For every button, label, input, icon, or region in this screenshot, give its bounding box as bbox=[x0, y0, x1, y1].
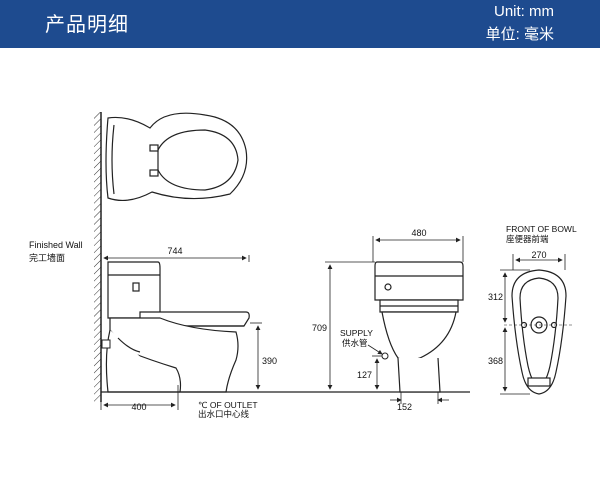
bottom-dim-lower-label: 368 bbox=[488, 356, 503, 366]
unit-label-cn: 单位: 毫米 bbox=[485, 26, 554, 43]
supply-leader bbox=[367, 344, 383, 355]
front-dim-total-height bbox=[325, 261, 375, 393]
product-dimension-drawing: 744 390 400 ℃ OF OUTLET 出水口中心线 480 bbox=[94, 112, 577, 419]
front-dim-base-width-label: 152 bbox=[397, 402, 412, 412]
finished-wall-label-en: Finished Wall bbox=[29, 240, 83, 250]
unit-label-en: Unit: mm bbox=[494, 3, 554, 20]
side-supply-valve bbox=[101, 339, 111, 349]
finished-wall-label-cn: 完工墙面 bbox=[29, 253, 66, 263]
front-dim-supply-height bbox=[372, 355, 382, 390]
front-dim-supply-height-label: 127 bbox=[357, 370, 372, 380]
outlet-label-cn: 出水口中心线 bbox=[198, 409, 250, 419]
bottom-dim-width-label: 270 bbox=[531, 250, 546, 260]
side-dim-outlet bbox=[100, 385, 179, 410]
front-dim-width bbox=[372, 236, 464, 262]
outlet-label-en: ℃ OF OUTLET bbox=[198, 400, 258, 410]
supply-label-cn: 供水管 bbox=[342, 338, 368, 348]
header-bar: 产品明细 Unit: mm 单位: 毫米 bbox=[0, 0, 600, 48]
front-dim-width-label: 480 bbox=[411, 228, 426, 238]
front-dim-base-width bbox=[390, 392, 449, 404]
side-dim-seat-height bbox=[242, 322, 262, 393]
supply-valve bbox=[381, 352, 389, 360]
front-view-toilet bbox=[374, 261, 464, 393]
bottom-dim-width bbox=[512, 254, 566, 270]
side-dim-length-label: 744 bbox=[167, 246, 182, 256]
front-dim-total-height-label: 709 bbox=[312, 323, 327, 333]
finished-wall bbox=[94, 112, 102, 402]
top-view-seat bbox=[105, 112, 248, 202]
side-dim-outlet-label: 400 bbox=[131, 402, 146, 412]
bottom-dim-lower bbox=[500, 327, 530, 395]
bottom-view-footprint bbox=[511, 269, 567, 395]
side-dim-length bbox=[100, 255, 250, 262]
front-of-bowl-label-cn: 座便器前端 bbox=[506, 234, 549, 244]
side-view-toilet bbox=[105, 261, 250, 393]
front-of-bowl-label-en: FRONT OF BOWL bbox=[506, 224, 577, 234]
page-title: 产品明细 bbox=[45, 14, 129, 36]
bottom-dim-upper bbox=[500, 269, 530, 323]
bottom-dim-upper-label: 312 bbox=[488, 292, 503, 302]
side-dim-seat-height-label: 390 bbox=[262, 356, 277, 366]
supply-label-en: SUPPLY bbox=[340, 328, 373, 338]
